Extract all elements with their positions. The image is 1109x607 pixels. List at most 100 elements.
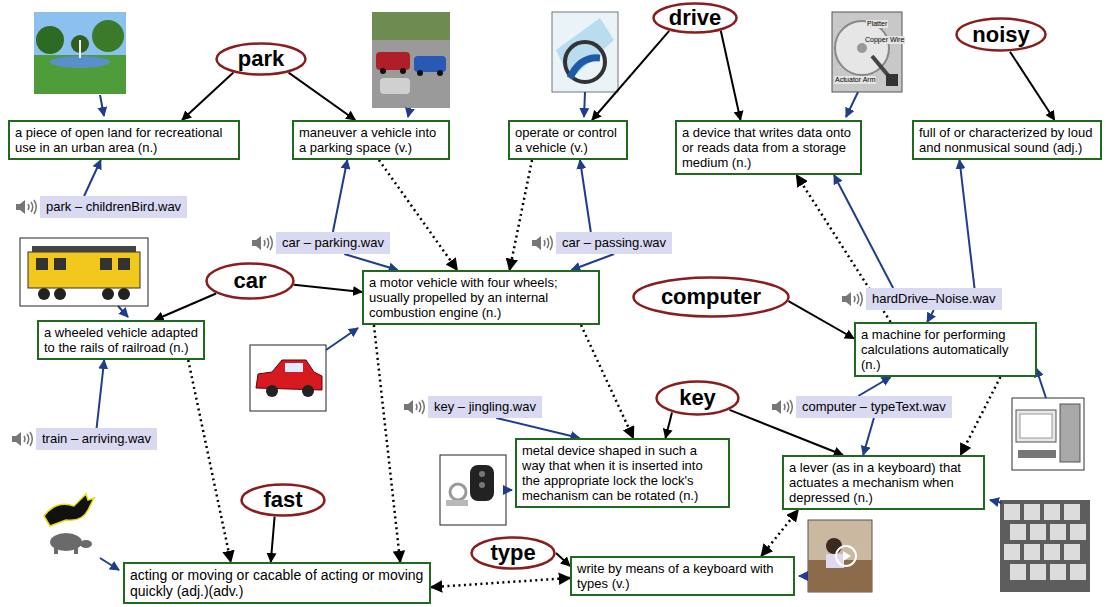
relation-dotted-arrow bbox=[761, 510, 798, 556]
word-oval: key bbox=[655, 380, 740, 416]
word-text: car bbox=[233, 268, 266, 294]
sound-link-arrow bbox=[834, 175, 893, 288]
sound-link-arrow bbox=[571, 254, 614, 270]
sense-arrow bbox=[1010, 52, 1055, 120]
typing-video-still bbox=[808, 520, 872, 592]
rabbit-turtle-picture bbox=[38, 490, 100, 556]
sense-arrow bbox=[666, 412, 673, 438]
file-name: hardDrive–Noise.wav bbox=[872, 291, 996, 307]
train-photo bbox=[20, 238, 148, 306]
sound-file-label: key – jingling.wav bbox=[428, 396, 542, 418]
sound-file-label: computer – typeText.wav bbox=[796, 396, 952, 418]
sense-arrow bbox=[155, 294, 217, 321]
speaker-icons bbox=[12, 200, 862, 446]
sense-box: a motor vehicle with four wheels; usuall… bbox=[362, 270, 600, 325]
sense-box: acting or moving or cacable of acting or… bbox=[123, 562, 431, 604]
part-label: Copper Wire bbox=[864, 36, 905, 44]
sense-text: write by means of a keyboard with types … bbox=[577, 561, 788, 591]
relation-dotted-arrow bbox=[379, 160, 457, 270]
part-label: Actuator Arm bbox=[834, 76, 876, 84]
sound-file-label: park – childrenBird.wav bbox=[40, 196, 187, 218]
word-text: type bbox=[490, 540, 535, 566]
sense-box: maneuver a vehicle into a parking space … bbox=[292, 120, 450, 160]
red-car-picture bbox=[250, 345, 326, 411]
car-key-photo bbox=[440, 455, 506, 525]
relation-dotted-arrow bbox=[961, 377, 1001, 455]
sense-arrow bbox=[789, 301, 855, 338]
word-oval: fast bbox=[240, 483, 326, 517]
sound-link-arrow bbox=[960, 160, 975, 288]
sense-text: a piece of open land for recreational us… bbox=[15, 125, 233, 155]
sense-text: acting or moving or cacable of acting or… bbox=[130, 567, 424, 599]
sense-text: operate or control a vehicle (v.) bbox=[515, 125, 621, 155]
sense-text: full of or characterized by loud and non… bbox=[919, 125, 1095, 155]
relation-dotted-arrow bbox=[581, 325, 633, 438]
sense-arrow bbox=[592, 31, 669, 120]
sound-link-arrow bbox=[496, 418, 579, 438]
hard-drive-photo bbox=[832, 12, 902, 92]
computer-picture bbox=[1012, 398, 1084, 470]
sense-arrow bbox=[294, 285, 362, 292]
sense-box: a wheeled vehicle adapted to the rails o… bbox=[37, 320, 205, 360]
sense-text: metal device shaped in such a way that w… bbox=[522, 443, 723, 503]
word-oval: park bbox=[215, 42, 307, 76]
keyboard-photo bbox=[1000, 500, 1090, 592]
sense-text: a machine for performing calculations au… bbox=[861, 327, 1030, 372]
word-text: park bbox=[238, 46, 284, 72]
sound-link-arrow bbox=[344, 254, 397, 270]
sense-box: write by means of a keyboard with types … bbox=[570, 556, 795, 596]
sense-box: metal device shaped in such a way that w… bbox=[515, 438, 730, 508]
sense-arrow bbox=[556, 553, 570, 566]
part-label: Platter bbox=[866, 20, 888, 28]
sound-file-label: hardDrive–Noise.wav bbox=[866, 288, 1002, 310]
sense-arrow bbox=[182, 73, 233, 120]
sense-text: a motor vehicle with four wheels; usuall… bbox=[369, 275, 593, 320]
sound-link-arrow bbox=[858, 377, 890, 396]
sense-box: a piece of open land for recreational us… bbox=[8, 120, 240, 160]
word-text: key bbox=[679, 385, 716, 411]
sound-link-arrow bbox=[863, 418, 874, 455]
file-name: train – arriving.wav bbox=[42, 431, 151, 447]
word-oval: drive bbox=[652, 2, 738, 34]
sense-box: a lever (as in a keyboard) that actuates… bbox=[782, 455, 985, 510]
file-name: car – parking.wav bbox=[282, 235, 384, 251]
word-text: noisy bbox=[972, 22, 1029, 48]
sense-text: a lever (as in a keyboard) that actuates… bbox=[789, 460, 978, 505]
sense-arrow bbox=[289, 73, 356, 120]
word-text: drive bbox=[669, 5, 722, 31]
sound-link-arrow bbox=[580, 160, 591, 232]
file-name: computer – typeText.wav bbox=[802, 399, 946, 415]
relation-dotted-arrow bbox=[431, 578, 570, 587]
sound-link-arrow bbox=[84, 160, 101, 196]
word-oval: noisy bbox=[955, 17, 1047, 52]
word-oval: car bbox=[205, 262, 295, 300]
sound-file-label: car – passing.wav bbox=[556, 232, 672, 254]
relation-dotted-arrow bbox=[510, 160, 532, 270]
driving-cartoon bbox=[552, 12, 618, 92]
park-photo bbox=[34, 12, 126, 94]
sound-link-arrow bbox=[927, 310, 934, 322]
file-name: park – childrenBird.wav bbox=[46, 199, 181, 215]
word-oval: computer bbox=[632, 276, 790, 318]
sound-link-arrow bbox=[333, 160, 347, 232]
sense-box: a machine for performing calculations au… bbox=[854, 322, 1037, 377]
file-name: key – jingling.wav bbox=[434, 399, 536, 415]
sound-link-arrow bbox=[97, 360, 105, 428]
sense-text: maneuver a vehicle into a parking space … bbox=[299, 125, 443, 155]
parking-photo bbox=[372, 12, 450, 108]
sense-text: a device that writes data onto or reads … bbox=[682, 125, 855, 170]
sense-arrow bbox=[271, 517, 275, 562]
sense-arrow bbox=[721, 31, 741, 120]
file-name: car – passing.wav bbox=[562, 235, 666, 251]
sound-file-label: car – parking.wav bbox=[276, 232, 390, 254]
sense-box: full of or characterized by loud and non… bbox=[912, 120, 1102, 160]
relation-dotted-arrow bbox=[188, 360, 231, 562]
sense-text: a wheeled vehicle adapted to the rails o… bbox=[44, 325, 198, 355]
relation-dotted-arrow bbox=[374, 325, 400, 562]
sense-box: operate or control a vehicle (v.) bbox=[508, 120, 628, 160]
word-text: fast bbox=[263, 487, 302, 513]
word-oval: type bbox=[470, 536, 556, 570]
word-text: computer bbox=[661, 284, 761, 310]
sense-box: a device that writes data onto or reads … bbox=[675, 120, 862, 175]
